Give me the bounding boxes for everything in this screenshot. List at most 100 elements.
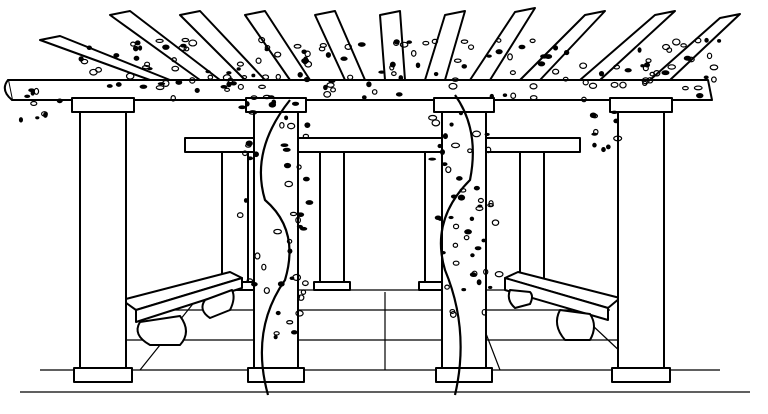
vine-leaf: [242, 150, 248, 157]
vine-leaf: [302, 176, 310, 182]
vine-leaf: [439, 149, 446, 155]
vine-leaf: [487, 203, 494, 208]
vine-leaf: [273, 334, 278, 340]
vine-leaf: [461, 64, 468, 69]
vine-leaf: [613, 135, 623, 142]
vine-leaf: [428, 114, 438, 121]
vine-leaf: [624, 68, 632, 73]
vine-leaf: [236, 212, 244, 219]
vine-leaf: [141, 65, 151, 70]
vine-leaf: [477, 197, 484, 204]
vine-leaf: [456, 176, 463, 181]
vine-leaf: [241, 75, 248, 80]
vine-leaf: [444, 284, 450, 290]
vine-leaf: [563, 49, 570, 56]
vine-leaf: [255, 57, 262, 64]
vine-leaf: [502, 93, 508, 97]
vine-leaf: [709, 64, 719, 71]
vine-leaf: [325, 52, 332, 58]
vine-leaf: [529, 83, 538, 90]
vine-leaf: [275, 73, 281, 80]
vine-leaf: [106, 84, 113, 88]
vine-leaf: [295, 310, 304, 317]
vine-leaf: [189, 77, 196, 84]
vine-leaf: [476, 279, 482, 286]
vine-leaf: [207, 74, 214, 80]
rafter: [424, 10, 466, 81]
vine-leaf: [138, 45, 143, 51]
vine-leaf: [619, 81, 627, 89]
vine-leaf: [694, 37, 702, 44]
vine-leaf: [640, 64, 645, 68]
vine-leaf: [661, 70, 670, 76]
vine-leaf: [591, 132, 598, 136]
vine-leaf: [246, 278, 254, 283]
vine-leaf: [613, 118, 619, 124]
vine-leaf: [357, 42, 366, 47]
vine-leaf: [113, 53, 120, 58]
vine-leaf: [222, 74, 232, 82]
vine-leaf: [481, 238, 486, 243]
vine-leaf: [125, 72, 135, 80]
vine-leaf: [178, 44, 187, 52]
vine-leaf: [610, 110, 618, 114]
vine-leaf: [644, 62, 651, 68]
vine-leaf: [286, 238, 293, 244]
vine-leaf: [704, 37, 709, 43]
vine-leaf: [181, 37, 190, 43]
vine-leaf: [226, 81, 232, 88]
vine-leaf: [434, 215, 442, 220]
vine-leaf: [301, 49, 307, 55]
vine-leaf: [428, 157, 437, 161]
vine-leaf: [297, 294, 305, 301]
vine-leaf: [236, 67, 241, 71]
vine-leaf: [262, 94, 272, 100]
vine-leaf: [471, 130, 482, 138]
vine-leaf: [406, 40, 413, 44]
vine-leaf: [248, 110, 258, 115]
rafter: [314, 10, 366, 81]
vine-leaf: [581, 96, 587, 103]
vine-leaf: [477, 204, 483, 208]
vine-leaf: [601, 147, 606, 153]
vine-leaf: [330, 87, 337, 93]
vine-leaf: [284, 115, 289, 121]
vine-leaf: [295, 216, 301, 224]
vine-leaf: [326, 82, 335, 88]
vine-leaf: [464, 229, 472, 235]
vine-leaf: [157, 82, 166, 86]
vine-leaf: [296, 164, 302, 170]
vine-leaf: [284, 180, 294, 188]
vine-leaf: [297, 71, 303, 78]
vine-leaf: [236, 61, 245, 67]
vine-leaf: [328, 79, 336, 84]
vine-leaf: [230, 81, 237, 86]
vine-leaf: [296, 224, 303, 229]
vine-leaf: [529, 38, 536, 44]
vine-leaf: [286, 122, 296, 130]
vine-leaf: [220, 85, 228, 89]
vine-leaf: [706, 52, 713, 60]
vine-leaf: [261, 263, 267, 271]
vine-leaf: [598, 70, 605, 77]
vine-leaf: [485, 146, 492, 154]
vine-leaf: [289, 211, 298, 217]
vine-leaf: [155, 85, 165, 91]
vine-leaf: [237, 83, 244, 90]
vine-leaf: [717, 39, 722, 43]
vine-leaf: [431, 119, 441, 127]
vine-leaf: [304, 122, 311, 129]
vine-leaf: [452, 242, 459, 248]
vine-leaf: [226, 71, 232, 75]
vine-leaf: [529, 95, 538, 101]
vine-leaf: [273, 228, 282, 235]
vine-leaf: [481, 308, 488, 316]
vine-leaf: [450, 194, 458, 199]
vine-leaf: [710, 76, 717, 83]
vine-leaf: [637, 47, 642, 53]
vine-leaf: [562, 76, 569, 82]
vine-leaf: [488, 285, 493, 289]
vine-leaf: [467, 148, 473, 154]
vine-leaf: [399, 41, 409, 48]
vine-leaf: [35, 116, 40, 120]
